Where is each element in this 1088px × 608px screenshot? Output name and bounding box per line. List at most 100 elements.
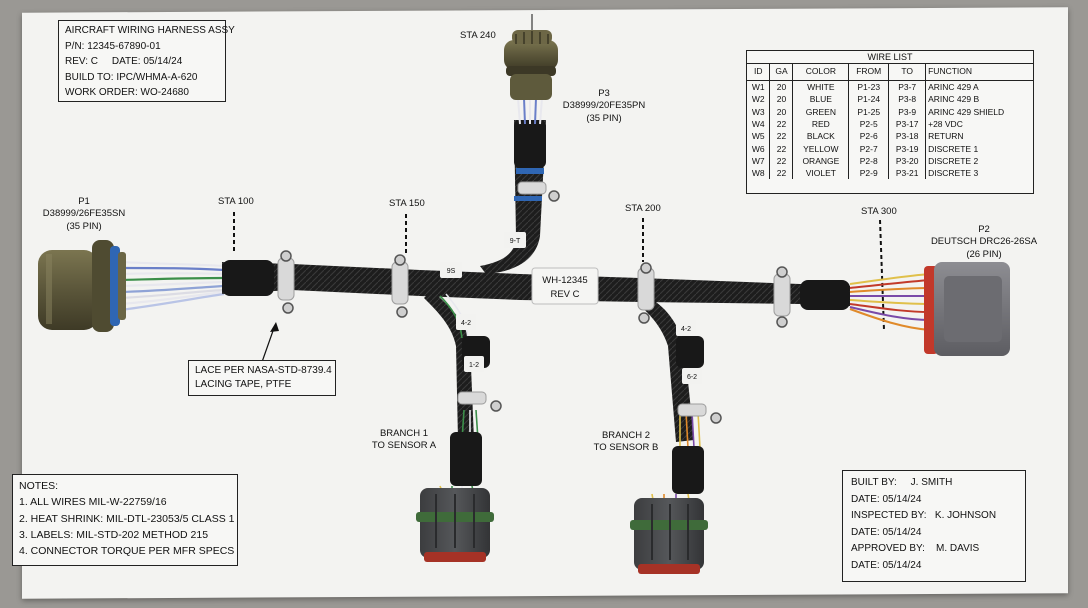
marker-9t: 9-T [504,232,526,248]
clamp-sta-100 [277,257,295,301]
harness-id-label: WH-12345 REV C [531,267,599,305]
wire-cell-id: W1 [747,80,771,94]
revision: REV: C [65,56,98,67]
sta-100-label: STA 100 [218,196,254,207]
clamp-sta-300 [773,273,791,317]
wire-cell-id: W5 [747,130,771,143]
lace-leader [261,327,275,363]
wire-cell-gauge: 22 [769,167,794,180]
branch-1-label: BRANCH 1 TO SENSOR A [362,428,446,453]
p2-label: P2 DEUTSCH DRC26-26SA (26 PIN) [924,224,1044,261]
harness-rev-text: REV C [550,289,579,300]
wire-cell-function: DISCRETE 2 [928,155,979,166]
wire-cell-from: P2-8 [848,154,890,168]
marker-9t-text: 9-T [510,238,521,245]
wire-cell-function: ARINC 429 SHIELD [928,106,1005,117]
assembly-title: AIRCRAFT WIRING HARNESS ASSY [65,25,235,36]
p2-pins: (26 PIN) [966,248,1002,260]
col-to: TO [888,64,927,81]
inspected-by-row: INSPECTED BY: K. JOHNSON [851,508,1017,525]
p3-name: P3 [598,88,610,99]
inspected-by-label: INSPECTED BY: [851,510,927,521]
wire-cell-to: P3-7 [888,80,927,94]
clamp-branch-1 [457,391,487,405]
col-function: FUNCTION [925,64,1033,81]
wire-cell-to: P3-18 [888,130,927,143]
lace-note-line-1: LACE PER NASA-STD-8739.4 [195,365,332,376]
wire-cell-gauge: 22 [769,117,794,131]
wire-cell-to: P3-17 [888,117,927,131]
wire-cell-function: DISCRETE 1 [928,143,979,154]
p1-name: P1 [78,196,90,207]
clamp-sta-200 [637,267,655,311]
wire-cell-gauge: 20 [769,105,794,118]
p3-connector [504,30,558,100]
p1-fanout-wires [119,260,225,312]
marker-branch1-lower: 1-2 [464,356,484,372]
col-from: FROM [848,64,890,81]
p3-pins: (35 PIN) [586,112,622,124]
wire-cell-gauge: 22 [769,154,794,168]
wire-list-header-row: ID GA COLOR FROM TO FUNCTION [747,64,1033,81]
work-order: WORK ORDER: WO-24680 [65,87,189,98]
branch-1-line-2: TO SENSOR A [371,440,437,452]
col-id: ID [747,64,771,81]
wire-cell-id: W4 [747,117,771,131]
note-4: 4. CONNECTOR TORQUE PER MFR SPECS [19,545,235,558]
approved-date: DATE: 05/14/24 [851,559,922,571]
marker-branch1-lower-text: 1-2 [469,362,479,369]
clamp-p3 [517,181,547,195]
wire-list-title: WIRE LIST [747,51,1033,64]
branch-2-line-1: BRANCH 2 [601,430,651,441]
sta-300-label: STA 300 [861,206,897,217]
col-color: COLOR [792,64,850,81]
notes-block: NOTES: 1. ALL WIRES MIL-W-22759/16 2. HE… [12,474,238,566]
wire-cell-gauge: 20 [769,80,794,94]
wire-cell-from: P1-24 [848,93,890,106]
p3-part: D38999/20FE35PN [562,100,646,112]
wire-cell-id: W8 [747,167,771,180]
signoff-block: BUILT BY: J. SMITH DATE: 05/14/24 INSPEC… [842,470,1026,582]
wire-cell-gauge: 20 [769,93,794,106]
wire-cell-color: VIOLET [792,167,850,180]
sta-240-label: STA 240 [460,30,496,41]
wire-cell-from: P2-7 [848,142,890,155]
marker-branch2-lower-text: 6-2 [687,374,697,381]
branch-2-label: BRANCH 2 TO SENSOR B [584,430,668,455]
p2-name: P2 [978,224,990,235]
marker-branch2-upper-text: 4-2 [681,326,691,333]
wire-cell-color: RED [792,117,850,131]
wire-cell-function: RETURN [928,131,964,142]
marker-branch1-upper-text: 4-2 [461,320,471,327]
wire-cell-color: BLACK [792,130,850,143]
marker-branch1-upper: 4-2 [456,314,476,330]
wire-list-table: WIRE LIST ID GA COLOR FROM TO FUNCTION W… [746,50,1034,194]
branch-2-connector [630,498,708,574]
wire-cell-to: P3-8 [888,93,927,106]
inspected-by-name: K. JOHNSON [934,510,997,521]
sta-150-label: STA 150 [389,198,425,209]
branch-1-line-1: BRANCH 1 [379,428,429,439]
wire-cell-color: ORANGE [792,154,850,168]
wire-cell-from: P1-25 [848,105,890,118]
built-by-name: J. SMITH [910,477,953,488]
sta-200-label: STA 200 [625,203,661,214]
marker-branch2-upper: 4-2 [676,320,696,336]
harness-id-text: WH-12345 [542,275,587,286]
approved-by-name: M. DAVIS [936,543,980,554]
built-by-label: BUILT BY: [851,477,897,488]
notes-title: NOTES: [19,480,59,492]
p3-label: P3 D38999/20FE35PN (35 PIN) [554,88,654,125]
inspected-date: DATE: 05/14/24 [851,526,922,538]
title-block: AIRCRAFT WIRING HARNESS ASSY P/N: 12345-… [58,20,235,102]
build-standard: BUILD TO: IPC/WHMA-A-620 [65,71,198,83]
p2-connector [924,262,1010,356]
wire-cell-to: P3-9 [888,105,927,118]
lace-note: LACE PER NASA-STD-8739.4 LACING TAPE, PT… [188,360,336,396]
wire-cell-color: GREEN [792,105,850,118]
wire-cell-color: WHITE [792,80,850,94]
